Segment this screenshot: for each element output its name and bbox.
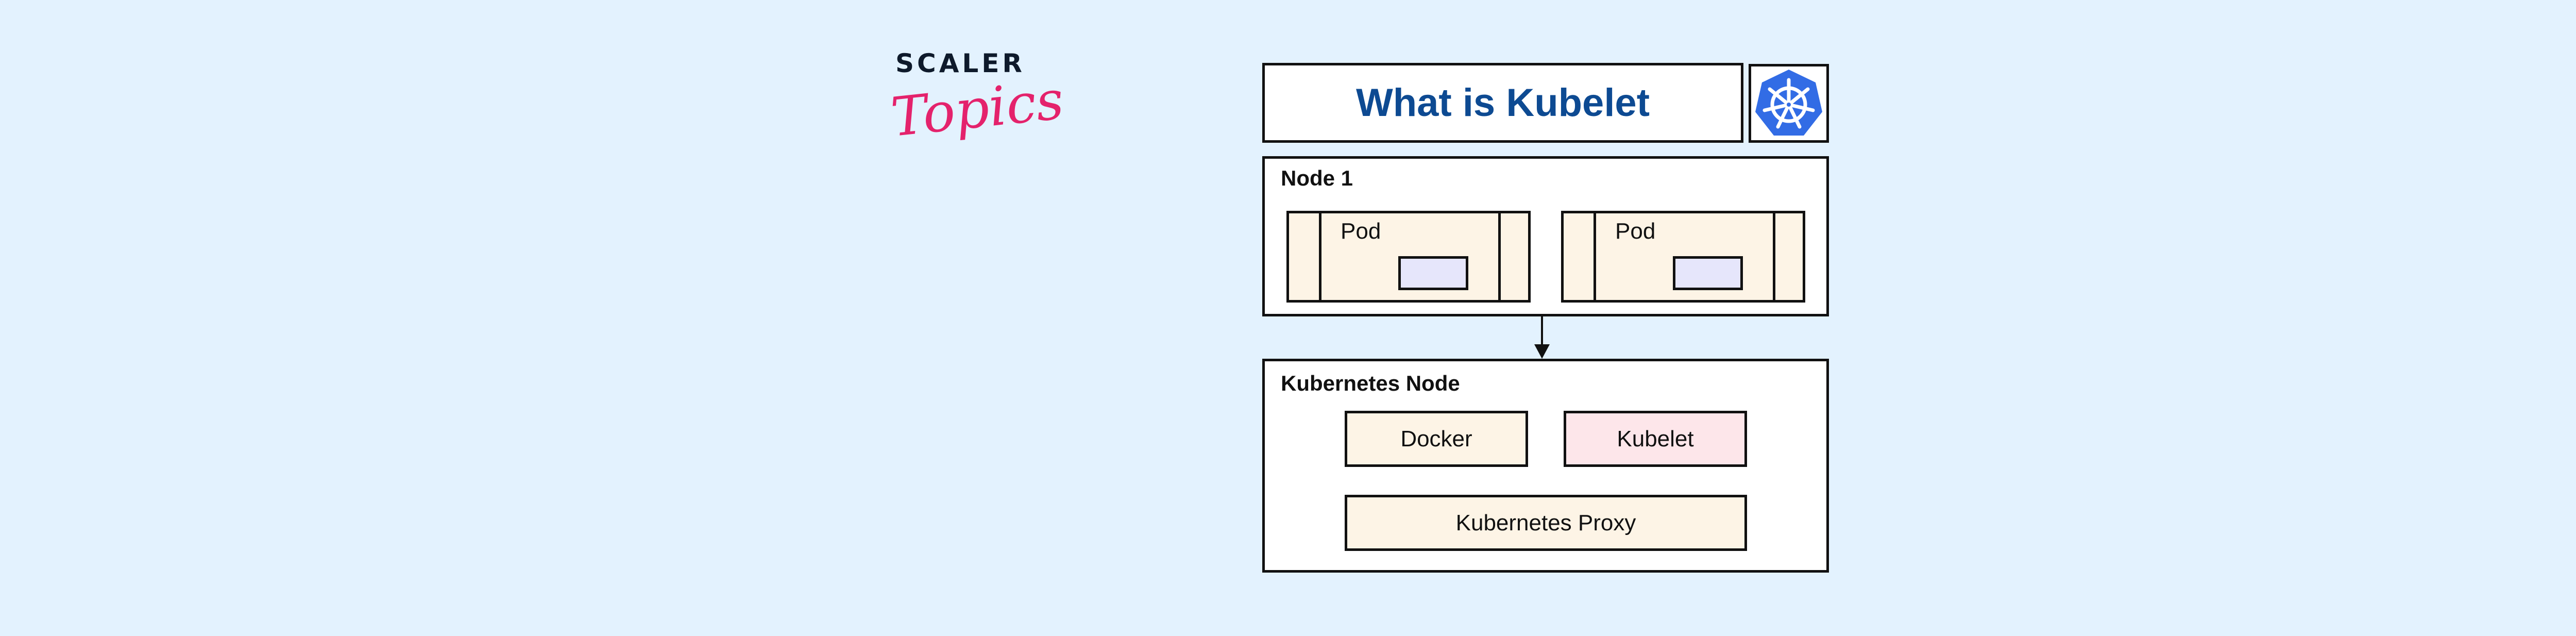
title-box: What is Kubelet (1262, 63, 1743, 143)
kubernetes-proxy-box: Kubernetes Proxy (1345, 495, 1747, 551)
pod-divider (1594, 213, 1596, 300)
container-box (1398, 256, 1468, 290)
pod-label: Pod (1341, 219, 1381, 244)
docker-box: Docker (1345, 411, 1528, 467)
container-box (1673, 256, 1743, 290)
kubernetes-proxy-label: Kubernetes Proxy (1455, 510, 1636, 535)
kubelet-label: Kubelet (1617, 426, 1694, 451)
pod-divider (1319, 213, 1321, 300)
logo-topics-text: Topics (888, 68, 1067, 149)
pod-box: Pod (1286, 211, 1531, 303)
kubernetes-node-label: Kubernetes Node (1281, 371, 1460, 395)
kubernetes-logo-box (1749, 64, 1829, 143)
kubernetes-helm-icon (1755, 69, 1822, 136)
logo-scaler-text: SCALER (895, 48, 1025, 78)
pod-box: Pod (1561, 211, 1805, 303)
docker-label: Docker (1400, 426, 1472, 451)
diagram-title: What is Kubelet (1355, 81, 1650, 125)
pod-label: Pod (1615, 219, 1656, 244)
pod-divider (1773, 213, 1775, 300)
pod-divider (1498, 213, 1501, 300)
node-1-label: Node 1 (1281, 166, 1353, 190)
arrow-head-icon (1534, 344, 1550, 359)
kubelet-box: Kubelet (1564, 411, 1747, 467)
arrow-connector (1541, 316, 1543, 347)
